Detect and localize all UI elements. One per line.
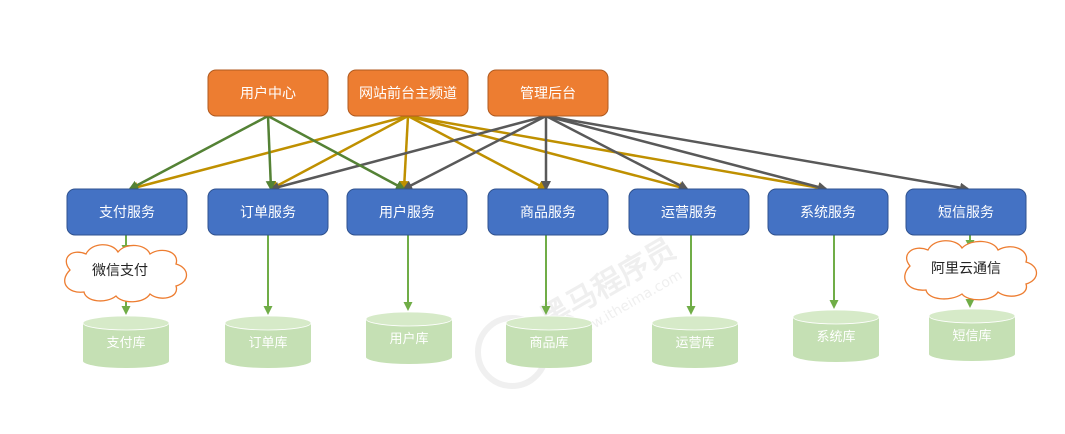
external-label: 微信支付 [92, 263, 148, 279]
database-label: 订单库 [248, 335, 287, 351]
service-user[interactable]: 用户服务 [346, 188, 468, 236]
edge-portal-to-ops [407, 114, 689, 192]
client-user-center[interactable]: 用户中心 [207, 69, 329, 117]
service-system[interactable]: 系统服务 [767, 188, 889, 236]
database-label: 支付库 [106, 335, 145, 351]
service-label: 用户服务 [379, 204, 435, 221]
client-layer: 用户中心 网站前台主频道 管理后台 [207, 69, 609, 117]
edge-admin-to-order [269, 114, 547, 192]
database-label: 运营库 [675, 335, 714, 351]
edge-user-center-to-order [265, 115, 276, 191]
service-label: 商品服务 [520, 205, 576, 221]
service-label: 支付服务 [99, 205, 155, 221]
database-user[interactable]: 用户库 [365, 311, 453, 364]
edge-admin-to-sms [545, 114, 970, 193]
database-goods[interactable]: 商品库 [505, 315, 593, 368]
database-ops[interactable]: 运营库 [651, 315, 739, 368]
database-label: 系统库 [816, 329, 855, 345]
database-label: 用户库 [389, 331, 428, 347]
service-pay[interactable]: 支付服务 [66, 188, 188, 236]
cloud-icon [64, 244, 188, 303]
external-layer: 微信支付 阿里云通信 [64, 240, 1038, 303]
cloud-icon [904, 240, 1038, 301]
edge-portal-to-order [269, 114, 409, 191]
client-admin[interactable]: 管理后台 [487, 69, 609, 117]
client-service-edges [128, 114, 970, 193]
external-aliyun-sms[interactable]: 阿里云通信 [904, 240, 1038, 301]
service-ops[interactable]: 运营服务 [628, 188, 750, 236]
external-wechat-pay[interactable]: 微信支付 [64, 244, 188, 303]
external-label: 阿里云通信 [931, 261, 1001, 277]
service-order[interactable]: 订单服务 [207, 188, 329, 236]
database-order[interactable]: 订单库 [224, 315, 312, 368]
edge-user-center-to-pay [128, 114, 269, 191]
edge-admin-to-system [545, 114, 828, 192]
service-label: 短信服务 [938, 205, 994, 221]
database-system[interactable]: 系统库 [792, 309, 880, 362]
database-label: 商品库 [529, 335, 568, 351]
service-goods[interactable]: 商品服务 [487, 188, 609, 236]
database-label: 短信库 [952, 328, 991, 344]
client-label: 用户中心 [240, 85, 296, 102]
database-sms[interactable]: 短信库 [928, 308, 1016, 361]
service-layer: 支付服务 订单服务 用户服务 商品服务 运营服务 系统服务 短信服务 [66, 188, 1027, 236]
client-portal[interactable]: 网站前台主频道 [347, 69, 469, 117]
service-label: 系统服务 [800, 205, 856, 221]
service-label: 订单服务 [240, 205, 296, 221]
edge-user-center-to-user [267, 114, 406, 191]
database-layer: 支付库 订单库 用户库 商品库 运营库 系统库 [82, 308, 1016, 368]
database-pay[interactable]: 支付库 [82, 315, 170, 368]
edge-admin-to-user [402, 114, 547, 191]
client-label: 网站前台主频道 [359, 85, 457, 102]
edge-admin-to-ops [545, 114, 689, 191]
service-label: 运营服务 [661, 205, 717, 221]
client-label: 管理后台 [520, 86, 576, 102]
service-sms[interactable]: 短信服务 [905, 188, 1027, 236]
